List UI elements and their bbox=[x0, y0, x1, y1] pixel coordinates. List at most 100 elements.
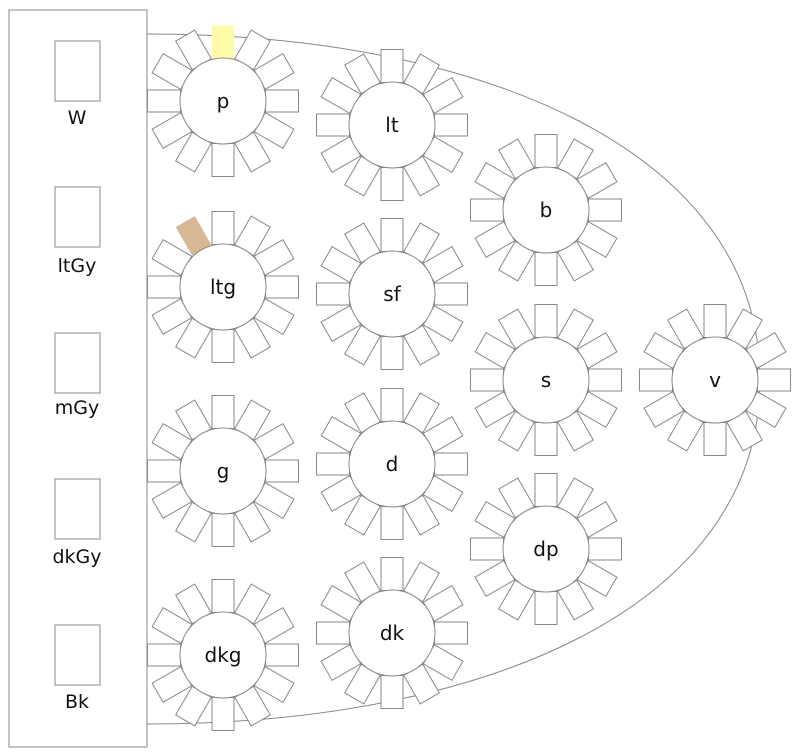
table-lt[interactable]: lt bbox=[316, 49, 468, 201]
swatch-box[interactable] bbox=[54, 624, 101, 686]
seat[interactable] bbox=[534, 252, 558, 286]
table-top[interactable] bbox=[671, 336, 759, 424]
table-dp[interactable]: dp bbox=[470, 473, 622, 625]
palette-swatch-ltgy[interactable]: ltGy bbox=[54, 186, 101, 277]
seat[interactable] bbox=[212, 25, 234, 59]
seat[interactable] bbox=[380, 167, 404, 201]
seat[interactable] bbox=[703, 422, 727, 456]
table-g[interactable]: g bbox=[147, 395, 299, 547]
table-v[interactable]: v bbox=[639, 304, 791, 456]
tables-layer: p ltg g dkg lt sf d dk b s dp v bbox=[147, 25, 791, 731]
swatch-label: W bbox=[68, 107, 87, 129]
table-top[interactable] bbox=[179, 243, 267, 331]
table-p[interactable]: p bbox=[147, 25, 299, 177]
table-top[interactable] bbox=[502, 336, 590, 424]
swatch-label: Bk bbox=[65, 691, 89, 713]
seat[interactable] bbox=[380, 675, 404, 709]
seat[interactable] bbox=[470, 198, 504, 222]
seat[interactable] bbox=[211, 579, 235, 613]
seat[interactable] bbox=[175, 216, 212, 256]
seat[interactable] bbox=[316, 282, 350, 306]
seat[interactable] bbox=[380, 49, 404, 83]
swatch-box[interactable] bbox=[54, 40, 101, 102]
palette-swatch-mgy[interactable]: mGy bbox=[54, 332, 101, 419]
table-dkg[interactable]: dkg bbox=[147, 579, 299, 731]
table-top[interactable] bbox=[348, 589, 436, 677]
seat[interactable] bbox=[316, 113, 350, 137]
swatch-box[interactable] bbox=[54, 186, 101, 248]
table-ltg[interactable]: ltg bbox=[147, 211, 299, 363]
palette-swatch-bk[interactable]: Bk bbox=[54, 624, 101, 713]
seat[interactable] bbox=[147, 275, 181, 299]
seat[interactable] bbox=[380, 557, 404, 591]
seat[interactable] bbox=[434, 113, 468, 137]
table-label: v bbox=[709, 368, 721, 392]
table-label: lt bbox=[385, 113, 399, 137]
seat[interactable] bbox=[588, 198, 622, 222]
table-label: b bbox=[540, 198, 553, 222]
palette-swatch-w[interactable]: W bbox=[54, 40, 101, 129]
seat[interactable] bbox=[211, 513, 235, 547]
seat[interactable] bbox=[211, 697, 235, 731]
seat[interactable] bbox=[147, 459, 181, 483]
table-top[interactable] bbox=[502, 505, 590, 593]
swatch-label: ltGy bbox=[58, 255, 97, 277]
seat[interactable] bbox=[588, 537, 622, 561]
seat[interactable] bbox=[470, 537, 504, 561]
swatch-box[interactable] bbox=[54, 478, 101, 540]
table-label: d bbox=[386, 452, 399, 476]
seat[interactable] bbox=[434, 282, 468, 306]
seat[interactable] bbox=[703, 304, 727, 338]
table-top[interactable] bbox=[502, 166, 590, 254]
seat[interactable] bbox=[147, 643, 181, 667]
table-sf[interactable]: sf bbox=[316, 218, 468, 370]
table-label: dp bbox=[533, 537, 558, 561]
table-dk[interactable]: dk bbox=[316, 557, 468, 709]
seat[interactable] bbox=[534, 134, 558, 168]
seat[interactable] bbox=[211, 211, 235, 245]
seat[interactable] bbox=[380, 336, 404, 370]
seat[interactable] bbox=[380, 388, 404, 422]
seat[interactable] bbox=[316, 621, 350, 645]
table-top[interactable] bbox=[179, 611, 267, 699]
seat[interactable] bbox=[265, 275, 299, 299]
seat[interactable] bbox=[265, 459, 299, 483]
seat[interactable] bbox=[588, 368, 622, 392]
seat[interactable] bbox=[265, 643, 299, 667]
seat[interactable] bbox=[757, 368, 791, 392]
seat[interactable] bbox=[639, 368, 673, 392]
seat[interactable] bbox=[534, 591, 558, 625]
seat[interactable] bbox=[380, 506, 404, 540]
seat[interactable] bbox=[470, 368, 504, 392]
table-top[interactable] bbox=[348, 250, 436, 338]
table-top[interactable] bbox=[348, 420, 436, 508]
seat[interactable] bbox=[380, 218, 404, 252]
palette-swatch-dkgy[interactable]: dkGy bbox=[52, 478, 102, 568]
table-label: dk bbox=[380, 621, 405, 645]
table-s[interactable]: s bbox=[470, 304, 622, 456]
seat[interactable] bbox=[534, 422, 558, 456]
swatch-label: dkGy bbox=[52, 546, 101, 568]
seat[interactable] bbox=[534, 473, 558, 507]
table-top[interactable] bbox=[348, 81, 436, 169]
swatch-box[interactable] bbox=[54, 332, 101, 394]
table-label: sf bbox=[383, 282, 401, 306]
seat[interactable] bbox=[434, 621, 468, 645]
seat[interactable] bbox=[211, 329, 235, 363]
seat[interactable] bbox=[265, 89, 299, 113]
table-d[interactable]: d bbox=[316, 388, 468, 540]
table-top[interactable] bbox=[179, 57, 267, 145]
table-label: g bbox=[217, 459, 230, 483]
seat[interactable] bbox=[147, 89, 181, 113]
seat[interactable] bbox=[534, 304, 558, 338]
seat[interactable] bbox=[434, 452, 468, 476]
table-b[interactable]: b bbox=[470, 134, 622, 286]
seat[interactable] bbox=[211, 395, 235, 429]
seat[interactable] bbox=[316, 452, 350, 476]
table-top[interactable] bbox=[179, 427, 267, 515]
table-label: ltg bbox=[210, 275, 236, 299]
table-label: p bbox=[217, 89, 230, 113]
seat[interactable] bbox=[211, 143, 235, 177]
